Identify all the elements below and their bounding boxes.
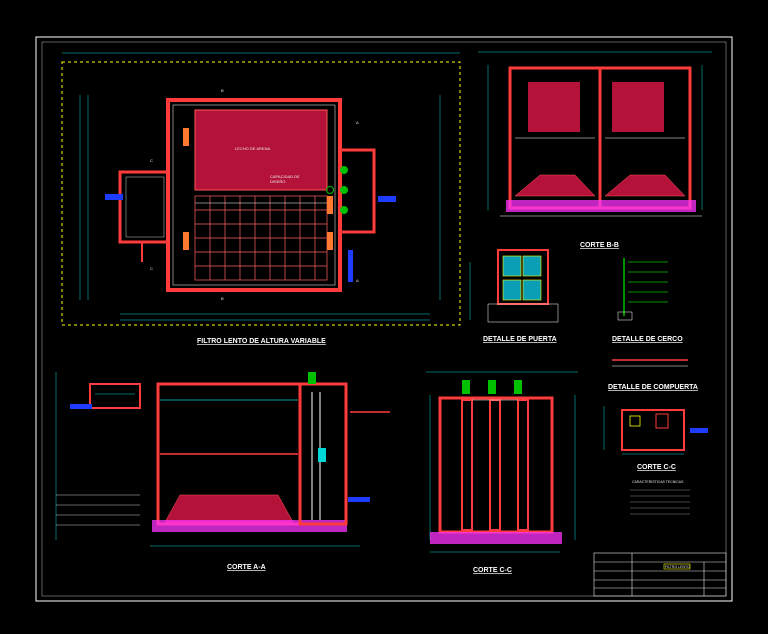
inner-frame	[41, 41, 727, 597]
svg-text:A: A	[356, 120, 359, 125]
corte-cc-small-section: CARACTERISTICAS TECNICAS	[603, 406, 708, 515]
corte-bb-section	[478, 51, 712, 217]
corte-cc-small-title: CORTE C-C	[637, 464, 676, 471]
title-block-name: FILTRO LENTO	[665, 565, 690, 569]
svg-text:CARACTERISTICAS TECNICAS: CARACTERISTICAS TECNICAS	[632, 480, 684, 484]
svg-text:B: B	[221, 296, 224, 301]
detalle-cerco-title: DETALLE DE CERCO	[612, 336, 683, 343]
detalle-compuerta-title: DETALLE DE COMPUERTA	[608, 384, 698, 391]
svg-text:DISEÑO: DISEÑO	[270, 179, 285, 184]
svg-text:LECHO DE ARENA: LECHO DE ARENA	[235, 146, 270, 151]
corte-aa-section	[55, 372, 390, 547]
svg-text:C: C	[150, 266, 153, 271]
svg-text:C: C	[150, 158, 153, 163]
corte-cc-section	[426, 371, 578, 553]
plan-title: FILTRO LENTO DE ALTURA VARIABLE	[197, 338, 326, 345]
detalle-puerta-title: DETALLE DE PUERTA	[483, 336, 557, 343]
svg-text:B: B	[221, 88, 224, 93]
outer-frame	[35, 36, 733, 602]
title-block	[593, 552, 727, 597]
plan-water-area	[194, 109, 328, 191]
svg-text:A: A	[356, 278, 359, 283]
detalle-compuerta	[612, 359, 688, 367]
corte-cc-title: CORTE C-C	[473, 567, 512, 574]
svg-text:CAPACIDAD DE: CAPACIDAD DE	[270, 174, 300, 179]
detalle-puerta	[469, 249, 559, 323]
corte-bb-title: CORTE B-B	[580, 242, 619, 249]
detalle-cerco	[617, 258, 668, 321]
plan-view: LECHO DE ARENA CAPACIDAD DE DISEÑO	[61, 52, 461, 326]
corte-aa-title: CORTE A-A	[227, 564, 266, 571]
